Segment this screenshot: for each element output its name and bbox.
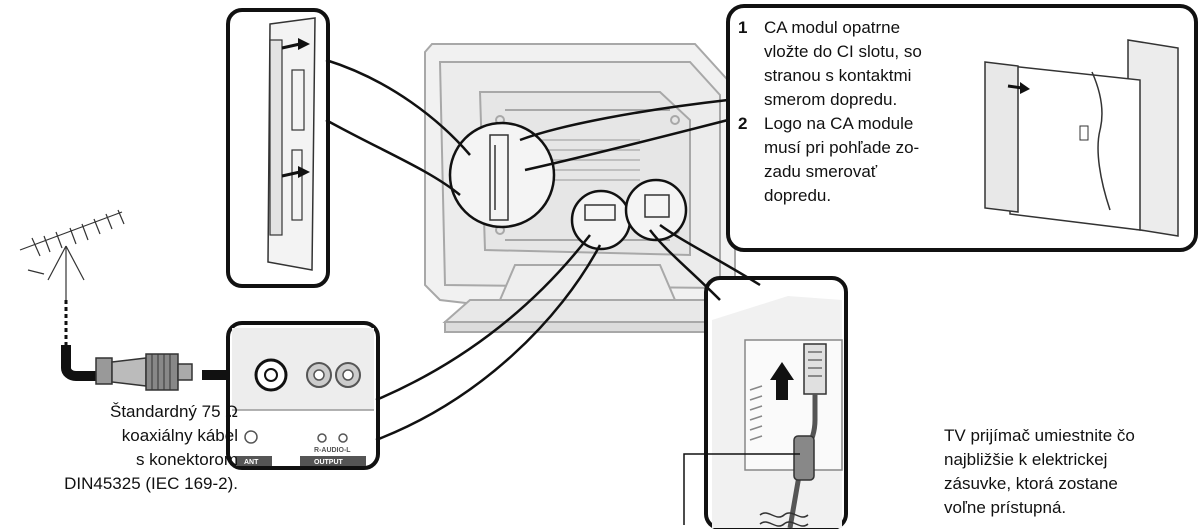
antenna-icon xyxy=(19,209,125,300)
placement-note-line: TV prijímač umiestnite čo xyxy=(944,426,1135,445)
coax-caption: Štandardný 75 Ω koaxiálny kábel s konekt… xyxy=(0,400,238,496)
step-2-line: musí pri pohľade zo- xyxy=(764,138,920,157)
output-label: OUTPUT xyxy=(314,459,344,466)
step-2: 2 Logo na CA module musí pri pohľade zo-… xyxy=(738,112,978,208)
step-1-line: CA modul opatrne xyxy=(764,18,901,37)
step-2-number: 2 xyxy=(738,114,748,133)
step-1-number: 1 xyxy=(738,18,748,37)
ci-slot-zoom-frame xyxy=(226,8,330,288)
step-2-line: dopredu. xyxy=(764,186,832,205)
step-1-line: stranou s kontaktmi xyxy=(764,66,912,85)
step-2-line: Logo na CA module xyxy=(764,114,914,133)
coax-caption-line: Štandardný 75 Ω xyxy=(109,402,238,421)
coax-caption-line: DIN45325 (IEC 169-2). xyxy=(64,474,238,493)
step-1-text: CA modul opatrne vložte do CI slotu, so … xyxy=(764,16,978,112)
antenna-panel-frame: ANT OUTPUT R-AUDIO-L xyxy=(226,321,380,470)
callout-steps: 1 CA modul opatrne vložte do CI slotu, s… xyxy=(738,16,978,208)
step-1-line: smerom dopredu. xyxy=(764,90,898,109)
ant-label: ANT xyxy=(244,459,259,466)
step-2-text: Logo na CA module musí pri pohľade zo- z… xyxy=(764,112,978,208)
coax-caption-line: s konektorom xyxy=(135,450,238,469)
step-1-line: vložte do CI slotu, so xyxy=(764,42,922,61)
ca-module-callout-frame xyxy=(726,4,1198,252)
placement-note: TV prijímač umiestnite čo najbližšie k e… xyxy=(944,424,1199,520)
placement-note-line: voľne prístupná. xyxy=(944,498,1067,517)
coax-caption-line: koaxiálny kábel xyxy=(121,426,238,445)
step-2-line: zadu smerovať xyxy=(764,162,878,181)
power-zoom-frame xyxy=(704,276,848,529)
placement-note-line: najbližšie k elektrickej xyxy=(944,450,1108,469)
step-1: 1 CA modul opatrne vložte do CI slotu, s… xyxy=(738,16,978,112)
audio-label: R-AUDIO-L xyxy=(314,447,351,454)
coax-cable xyxy=(61,345,193,391)
placement-note-line: zásuvke, ktorá zostane xyxy=(944,474,1118,493)
